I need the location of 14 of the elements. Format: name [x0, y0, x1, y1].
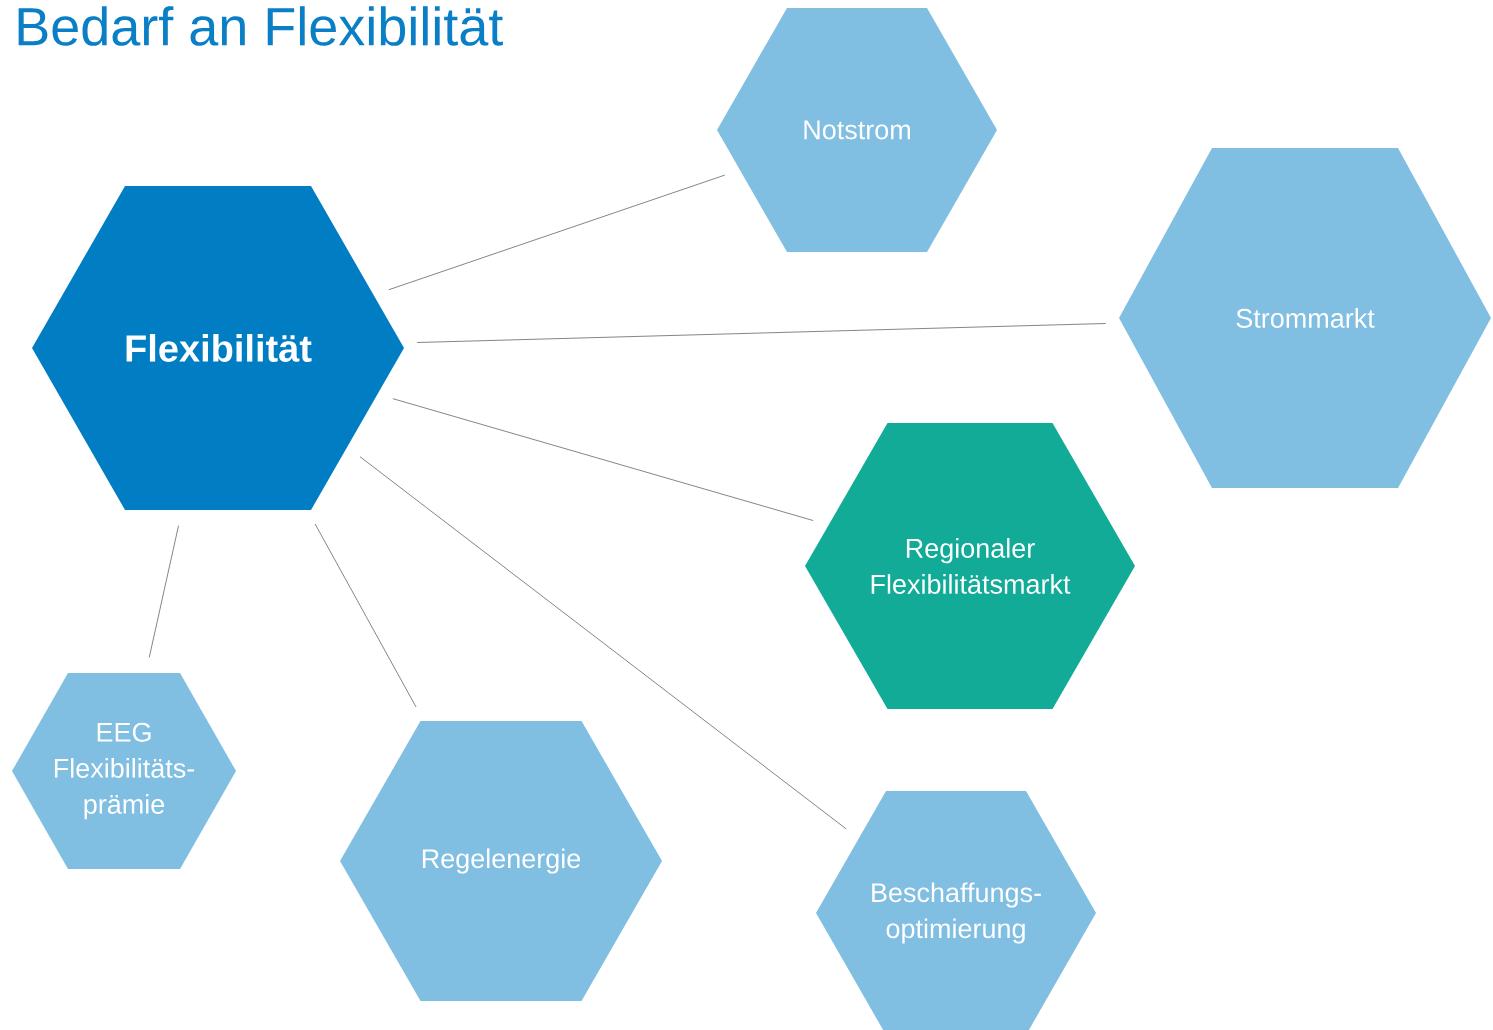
hexagon: Notstrom — [717, 8, 997, 252]
hexagon: Regionaler Flexibilitätsmarkt — [805, 423, 1135, 709]
connector-line — [392, 398, 814, 521]
hexagon: Beschaffungs-optimierung — [816, 791, 1096, 1030]
hexagon: Strommarkt — [1119, 148, 1491, 488]
title: Bedarf an Flexibilität — [18, 6, 503, 46]
connector-line — [148, 525, 179, 658]
connector-line — [359, 456, 847, 830]
connector-line — [388, 174, 726, 291]
connector-line — [314, 523, 417, 708]
hexagon: Regelenergie — [340, 721, 662, 1001]
hexagon: EEG Flexibilitäts-prämie — [12, 673, 236, 869]
hexagon: Flexibilität — [32, 186, 404, 510]
connector-line — [416, 323, 1107, 343]
